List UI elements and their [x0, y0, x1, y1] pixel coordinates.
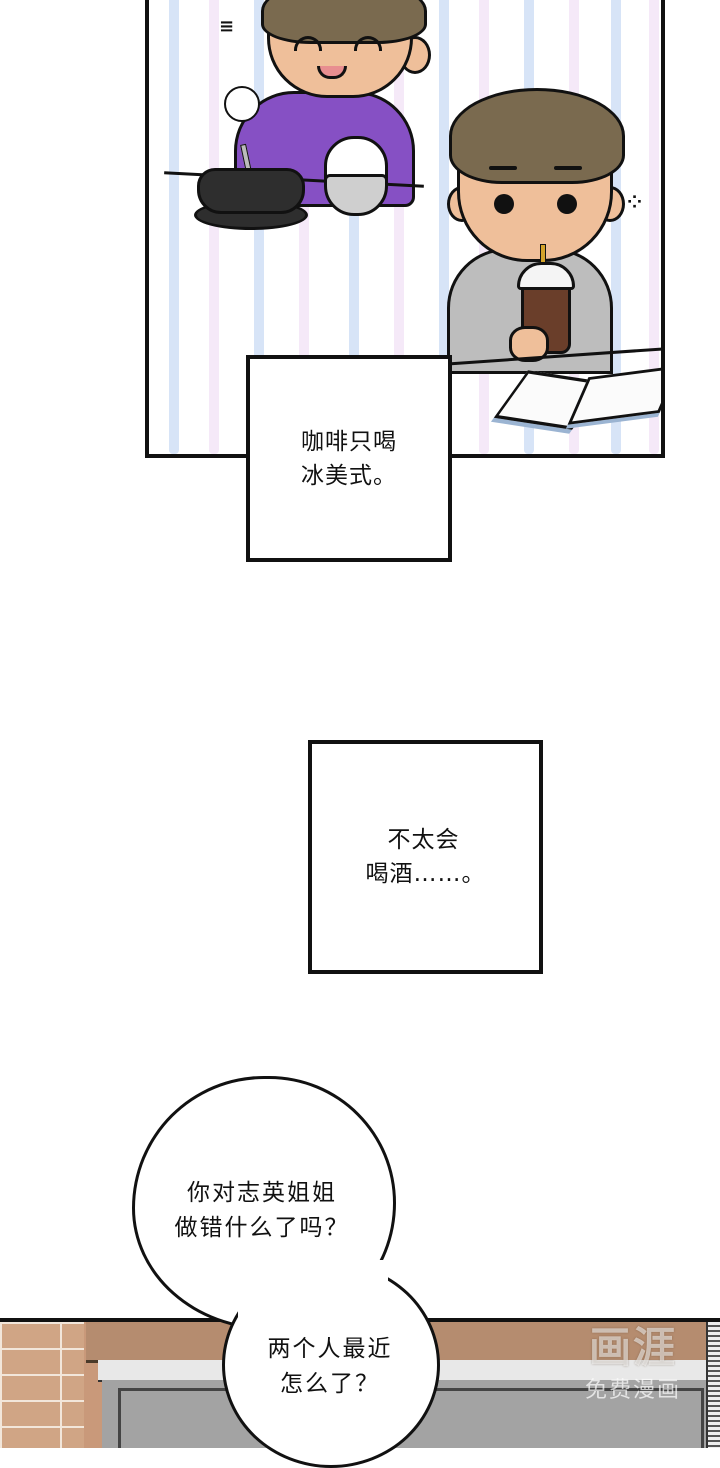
- messy-hair: [449, 88, 625, 184]
- bubble-join-fill: [238, 1260, 388, 1320]
- wallpaper-stripe: [439, 0, 449, 454]
- watermark-subtitle: 免费漫画: [584, 1378, 681, 1403]
- caption-line: 冰美式。: [301, 462, 397, 489]
- caption-line: 不太会: [387, 827, 460, 853]
- top-illustration-panel: ≡ ⁘: [145, 0, 665, 458]
- wallpaper-stripe: [611, 0, 621, 454]
- drain-pipe: [706, 1322, 720, 1448]
- speech-text-question: 你对志英姐姐 做错什么了吗？: [150, 1176, 374, 1246]
- rice-bowl-icon: [324, 174, 388, 216]
- speech-line: 怎么了？: [280, 1371, 380, 1397]
- stone-pot-icon: [197, 168, 305, 214]
- eye-icon: [494, 194, 514, 214]
- eyebrow: [489, 166, 517, 170]
- wallpaper-stripe: [649, 0, 659, 454]
- eye-icon: [557, 194, 577, 214]
- wallpaper-stripe: [394, 0, 404, 454]
- caption-text: 不太会 喝酒……。: [366, 823, 486, 891]
- closed-eye-icon: [354, 36, 382, 51]
- wallpaper-stripe: [169, 0, 179, 454]
- sfx-lines-left: ≡: [219, 16, 235, 37]
- caption-line: 咖啡只喝: [301, 428, 397, 455]
- character-hair: [261, 0, 427, 44]
- eyebrow: [554, 166, 582, 170]
- caption-box-coffee: 咖啡只喝 冰美式。: [246, 355, 452, 562]
- speech-line: 两个人最近: [267, 1336, 393, 1362]
- steam-puff-icon: [224, 86, 260, 122]
- sfx-sparkle-right: ⁘: [627, 192, 643, 213]
- closed-eye-icon: [294, 36, 322, 51]
- wallpaper-stripe: [209, 0, 219, 454]
- wallpaper-stripe: [299, 0, 309, 454]
- wallpaper-stripe: [349, 0, 359, 454]
- caption-box-alcohol: 不太会 喝酒……。: [308, 740, 543, 974]
- speech-text-followup: 两个人最近 怎么了？: [232, 1332, 428, 1402]
- watermark: 画涯 免费漫画: [568, 1320, 698, 1438]
- watermark-logo: 画涯: [588, 1323, 677, 1372]
- speech-line: 做错什么了吗？: [174, 1215, 350, 1241]
- caption-text: 咖啡只喝 冰美式。: [301, 425, 397, 493]
- caption-line: 喝酒……。: [365, 861, 486, 887]
- brick-wall: [0, 1322, 86, 1448]
- cup-lid: [517, 262, 575, 290]
- speech-line: 你对志英姐姐: [187, 1180, 337, 1206]
